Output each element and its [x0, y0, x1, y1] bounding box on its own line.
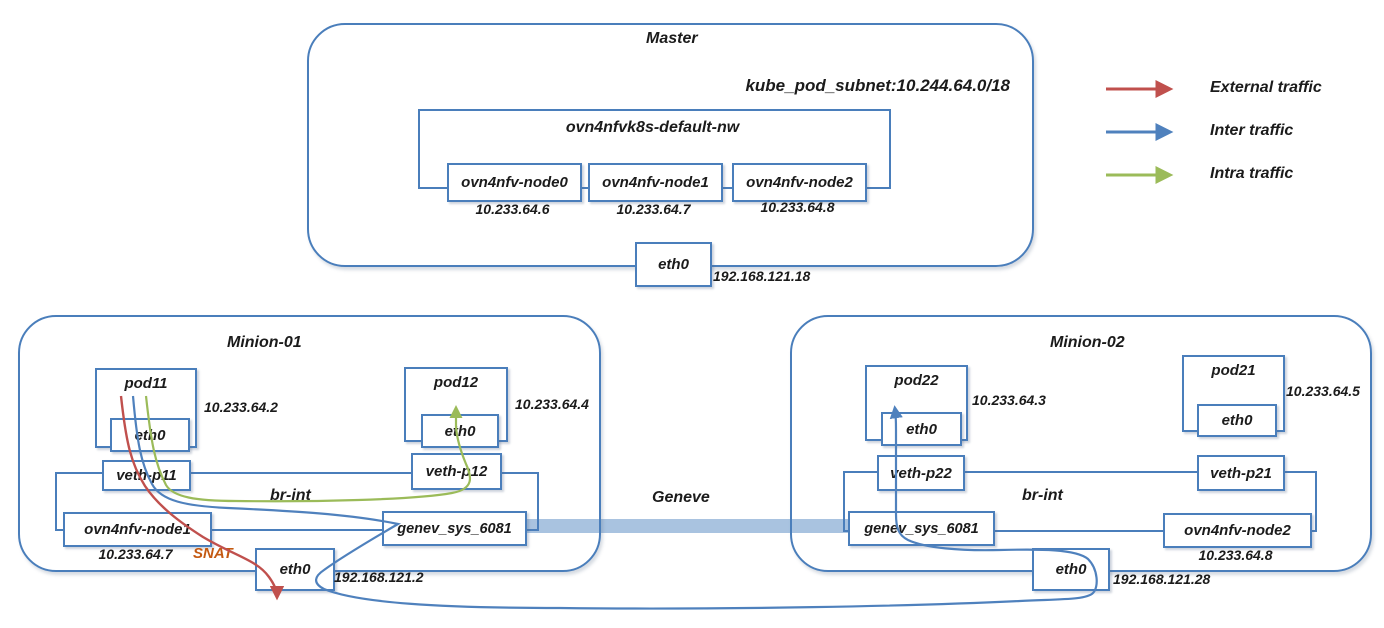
master-eth0-ip: 192.168.121.18: [713, 268, 811, 284]
minion-01-ovn4nfv-node1-ip: 10.233.64.7: [98, 546, 173, 562]
geneve-tunnel-label: Geneve: [652, 489, 710, 506]
minion-01-ovn4nfv-node1-box: ovn4nfv-node1: [63, 512, 212, 547]
minion-01-eth0-box: eth0: [255, 548, 335, 591]
pod12-eth0-box: eth0: [421, 414, 499, 448]
ovn4nfv-node2-box: ovn4nfv-node2: [732, 163, 867, 202]
default-network-title: ovn4nfvk8s-default-nw: [565, 119, 740, 136]
minion-01-title: Minion-01: [227, 334, 302, 351]
ovn4nfv-node0-box: ovn4nfv-node0: [447, 163, 582, 202]
veth-p22-box: veth-p22: [877, 455, 965, 491]
pod21-eth0-box: eth0: [1197, 404, 1277, 437]
minion-02-genev-sys-6081-box: genev_sys_6081: [848, 511, 995, 546]
ovn4nfv-node1-ip: 10.233.64.7: [616, 201, 691, 217]
minion-02-ovn4nfv-node2-box: ovn4nfv-node2: [1163, 513, 1312, 548]
minion-01-eth0-ip: 192.168.121.2: [334, 569, 424, 585]
kube-pod-subnet-label: kube_pod_subnet:10.244.64.0/18: [745, 76, 1010, 95]
master-eth0-box: eth0: [635, 242, 712, 287]
ovn4nfv-node0-ip: 10.233.64.6: [475, 201, 550, 217]
minion-01-genev-sys-6081-box: genev_sys_6081: [382, 511, 527, 546]
legend-intra-traffic-label: Intra traffic: [1210, 165, 1294, 182]
veth-p11-box: veth-p11: [102, 460, 191, 491]
pod11-ip: 10.233.64.2: [204, 399, 278, 415]
pod22-eth0-box: eth0: [881, 412, 962, 446]
veth-p12-box: veth-p12: [411, 453, 502, 490]
pod12-ip: 10.233.64.4: [515, 396, 589, 412]
minion-02-eth0-box: eth0: [1032, 548, 1110, 591]
ovn4nfv-node1-box: ovn4nfv-node1: [588, 163, 723, 202]
legend-external-traffic-label: External traffic: [1210, 79, 1322, 96]
ovn4nfv-node2-ip: 10.233.64.8: [760, 199, 835, 215]
minion-02-br-int-label: br-int: [1022, 487, 1063, 504]
pod21-ip: 10.233.64.5: [1286, 383, 1360, 399]
legend-inter-traffic-label: Inter traffic: [1210, 122, 1294, 139]
snat-label: SNAT: [193, 545, 233, 562]
pod11-eth0-box: eth0: [110, 418, 190, 452]
minion-02-ovn4nfv-node2-ip: 10.233.64.8: [1198, 547, 1273, 563]
veth-p21-box: veth-p21: [1197, 455, 1285, 491]
minion-02-title: Minion-02: [1050, 334, 1125, 351]
master-title: Master: [646, 30, 698, 47]
minion-01-br-int-label: br-int: [270, 487, 311, 504]
pod22-ip: 10.233.64.3: [972, 392, 1046, 408]
minion-02-eth0-ip: 192.168.121.28: [1113, 571, 1211, 587]
